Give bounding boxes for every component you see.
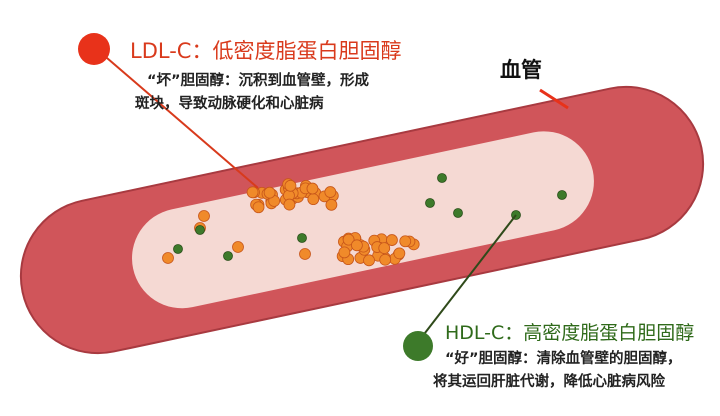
hdl-particle (425, 198, 435, 208)
ldl-desc-line: 斑块，导致动脉硬化和心脏病 (135, 96, 324, 112)
ldl-particle (378, 242, 391, 255)
ldl-particle (342, 233, 355, 246)
vessel-label: 血管 (500, 58, 542, 82)
hdl-pointer-line (417, 214, 517, 343)
ldl-particle (351, 239, 363, 252)
ldl-particle (324, 186, 337, 198)
ldl-particle (246, 186, 259, 199)
ldl-title: LDL-C：低密度脂蛋白胆固醇 (130, 39, 402, 63)
ldl-particle (284, 179, 297, 192)
ldl-particle (363, 254, 375, 267)
hdl-particle (437, 173, 447, 183)
ldl-particle (338, 246, 351, 259)
hdl-particle (223, 251, 233, 261)
ldl-particle (386, 234, 398, 246)
ldl-particle (162, 252, 174, 264)
ldl-particle (399, 235, 412, 248)
ldl-particle (306, 182, 319, 195)
ldl-legend-dot (78, 33, 110, 65)
ldl-particle (325, 198, 338, 211)
ldl-particle (198, 210, 210, 222)
vessel-pointer-line (539, 88, 569, 110)
hdl-title: HDL-C：高密度脂蛋白胆固醇 (445, 322, 695, 344)
ldl-description: “坏”胆固醇：沉积到血管壁，形成 斑块，导致动脉硬化和心脏病 (135, 70, 370, 116)
hdl-particle (453, 208, 463, 218)
ldl-particle (232, 241, 244, 253)
ldl-particle (307, 193, 320, 206)
ldl-particle (283, 198, 296, 211)
hdl-legend-dot (403, 331, 433, 361)
ldl-particle (379, 253, 392, 266)
hdl-particle (297, 233, 307, 243)
vessel-lumen (132, 131, 594, 309)
hdl-particle (173, 244, 183, 254)
ldl-particle (252, 201, 265, 214)
hdl-desc-line: “好”胆固醇：清除血管壁的胆固醇， (445, 351, 682, 367)
ldl-pointer-line (99, 51, 259, 189)
ldl-desc-line: “坏”胆固醇：沉积到血管壁，形成 (147, 73, 370, 89)
ldl-particle (263, 186, 276, 199)
ldl-particle (393, 247, 406, 260)
ldl-particle (299, 248, 311, 260)
hdl-particle (195, 225, 205, 235)
hdl-description: “好”胆固醇：清除血管壁的胆固醇， 将其运回肝脏代谢，降低心脏病风险 (433, 348, 682, 394)
hdl-particle (557, 190, 567, 200)
hdl-desc-line: 将其运回肝脏代谢，降低心脏病风险 (433, 374, 665, 390)
